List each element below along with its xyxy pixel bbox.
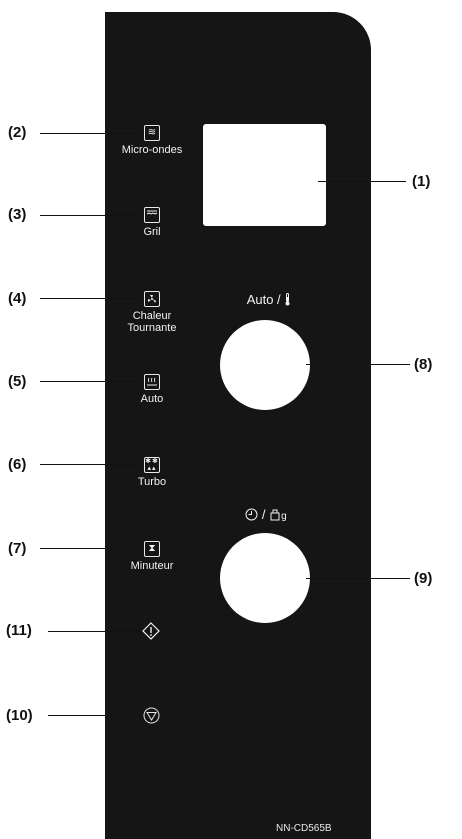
time-weight-knob[interactable] (220, 533, 310, 623)
leader-line-7 (40, 548, 140, 549)
leader-line-9 (306, 578, 410, 579)
callout-7: (7) (8, 540, 27, 557)
callout-11: (11) (6, 622, 32, 639)
start-icon (142, 622, 160, 640)
leader-line-5 (40, 381, 140, 382)
timer-button[interactable]: ⧗ Minuteur (112, 541, 192, 572)
leader-line-3 (40, 215, 140, 216)
microwave-button[interactable]: ≋ Micro-ondes (112, 125, 192, 156)
auto-knob-label: Auto / (246, 292, 281, 307)
leader-line-8 (306, 364, 410, 365)
convection-label-line1: Chaleur (132, 310, 172, 322)
callout-8: (8) (414, 356, 433, 373)
microwave-waves-icon: ≋ (144, 125, 160, 141)
hourglass-icon: ⧗ (144, 541, 160, 557)
callout-3: (3) (8, 206, 27, 223)
leader-line-4 (40, 298, 140, 299)
timer-label: Minuteur (130, 560, 174, 572)
display-screen (203, 124, 326, 226)
leader-line-1 (318, 181, 406, 182)
auto-temperature-knob-title: Auto / (209, 292, 329, 307)
grill-icon (144, 207, 160, 223)
clock-icon (245, 508, 258, 521)
steam-icon (144, 374, 160, 390)
start-button[interactable] (142, 622, 160, 640)
turbo-icon: ✱✱▴▴ (144, 457, 160, 473)
grill-label: Gril (143, 226, 161, 238)
callout-9: (9) (414, 570, 433, 587)
callout-6: (6) (8, 456, 27, 473)
callout-2: (2) (8, 124, 27, 141)
stop-button[interactable] (143, 707, 160, 724)
convection-label-line2: Tournante (127, 322, 177, 334)
thermometer-icon (285, 293, 290, 306)
stop-icon (143, 707, 160, 724)
weight-unit: g (281, 511, 287, 522)
weight-icon (270, 509, 280, 521)
turbo-button[interactable]: ✱✱▴▴ Turbo (112, 457, 192, 488)
callout-10: (10) (6, 707, 33, 724)
model-number: NN-CD565B (276, 823, 332, 834)
auto-temperature-knob[interactable] (220, 320, 310, 410)
grill-button[interactable]: Gril (112, 207, 192, 238)
callout-1: (1) (412, 173, 431, 190)
callout-5: (5) (8, 373, 27, 390)
leader-line-11 (48, 631, 140, 632)
microwave-label: Micro-ondes (121, 144, 183, 156)
time-weight-separator: / (261, 507, 266, 522)
convection-button[interactable]: Chaleur Tournante (112, 291, 192, 334)
fan-icon (144, 291, 160, 307)
leader-line-6 (40, 464, 140, 465)
auto-button[interactable]: Auto (112, 374, 192, 405)
leader-line-2 (40, 133, 140, 134)
turbo-label: Turbo (137, 476, 167, 488)
auto-label: Auto (140, 393, 164, 405)
leader-line-10 (48, 715, 140, 716)
callout-4: (4) (8, 290, 27, 307)
time-weight-knob-title: / g (206, 507, 326, 522)
